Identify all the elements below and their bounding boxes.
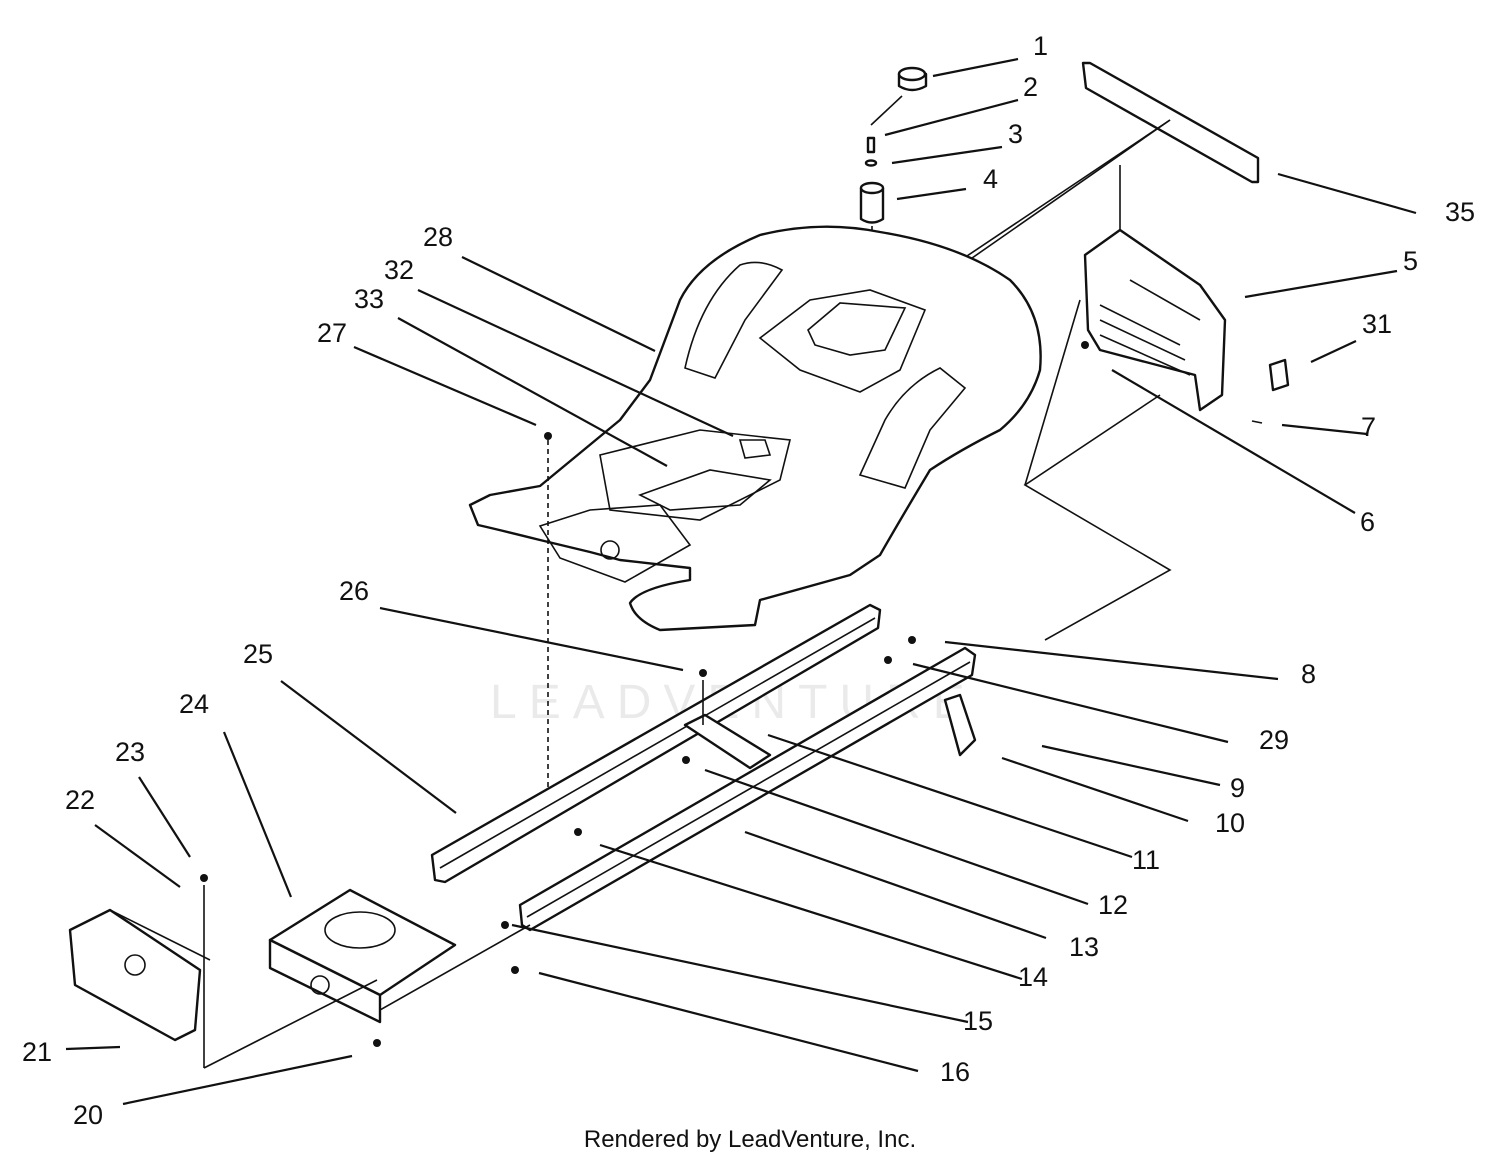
part-bolt [864,95,903,167]
callout-14: 14 [1018,962,1048,992]
fastener-leaders [200,432,916,1069]
callout-1: 1 [1033,31,1048,61]
callout-24: 24 [179,689,209,719]
callout-3: 3 [1008,119,1023,149]
callout-4: 4 [983,164,998,194]
callout-7: 7 [1361,412,1376,442]
part-rear-grille [1024,228,1290,486]
callout-23: 23 [115,737,145,767]
callout-16: 16 [940,1057,970,1087]
part-front-plate [268,888,531,1024]
callout-2: 2 [1023,72,1038,102]
part-frame-rail-lower [518,646,977,932]
footer-credit: Rendered by LeadVenture, Inc. [583,1126,917,1153]
part-side-bracket [68,908,211,1042]
callout-26: 26 [339,576,369,606]
leader-lines [65,57,1417,1106]
callout-11: 11 [1132,845,1160,875]
part-knob-cap [897,66,928,92]
callout-25: 25 [243,639,273,669]
callout-15: 15 [963,1006,993,1036]
callout-13: 13 [1069,932,1099,962]
callout-9: 9 [1230,773,1245,803]
part-spacer-tube [859,181,885,290]
callout-12: 12 [1098,890,1128,920]
callout-20: 20 [73,1100,103,1130]
part-rear-strip [951,61,1260,273]
part-fender-pan [468,225,1042,632]
callout-6: 6 [1360,507,1375,537]
callout-31: 31 [1362,309,1392,339]
callout-labels: 1 2 3 4 5 6 7 8 9 10 11 12 13 14 15 16 2… [22,31,1475,1130]
callout-27: 27 [317,318,347,348]
callout-33: 33 [354,284,384,314]
alignment-lines [1023,394,1172,641]
callout-32: 32 [384,255,414,285]
callout-28: 28 [423,222,453,252]
callout-35: 35 [1445,197,1475,227]
callout-10: 10 [1215,808,1245,838]
part-frame-rail-upper [430,603,882,884]
callout-5: 5 [1403,246,1418,276]
callout-8: 8 [1301,659,1316,689]
part-cross-member [683,693,977,770]
callout-22: 22 [65,785,95,815]
callout-29: 29 [1259,725,1289,755]
callout-21: 21 [22,1037,52,1067]
